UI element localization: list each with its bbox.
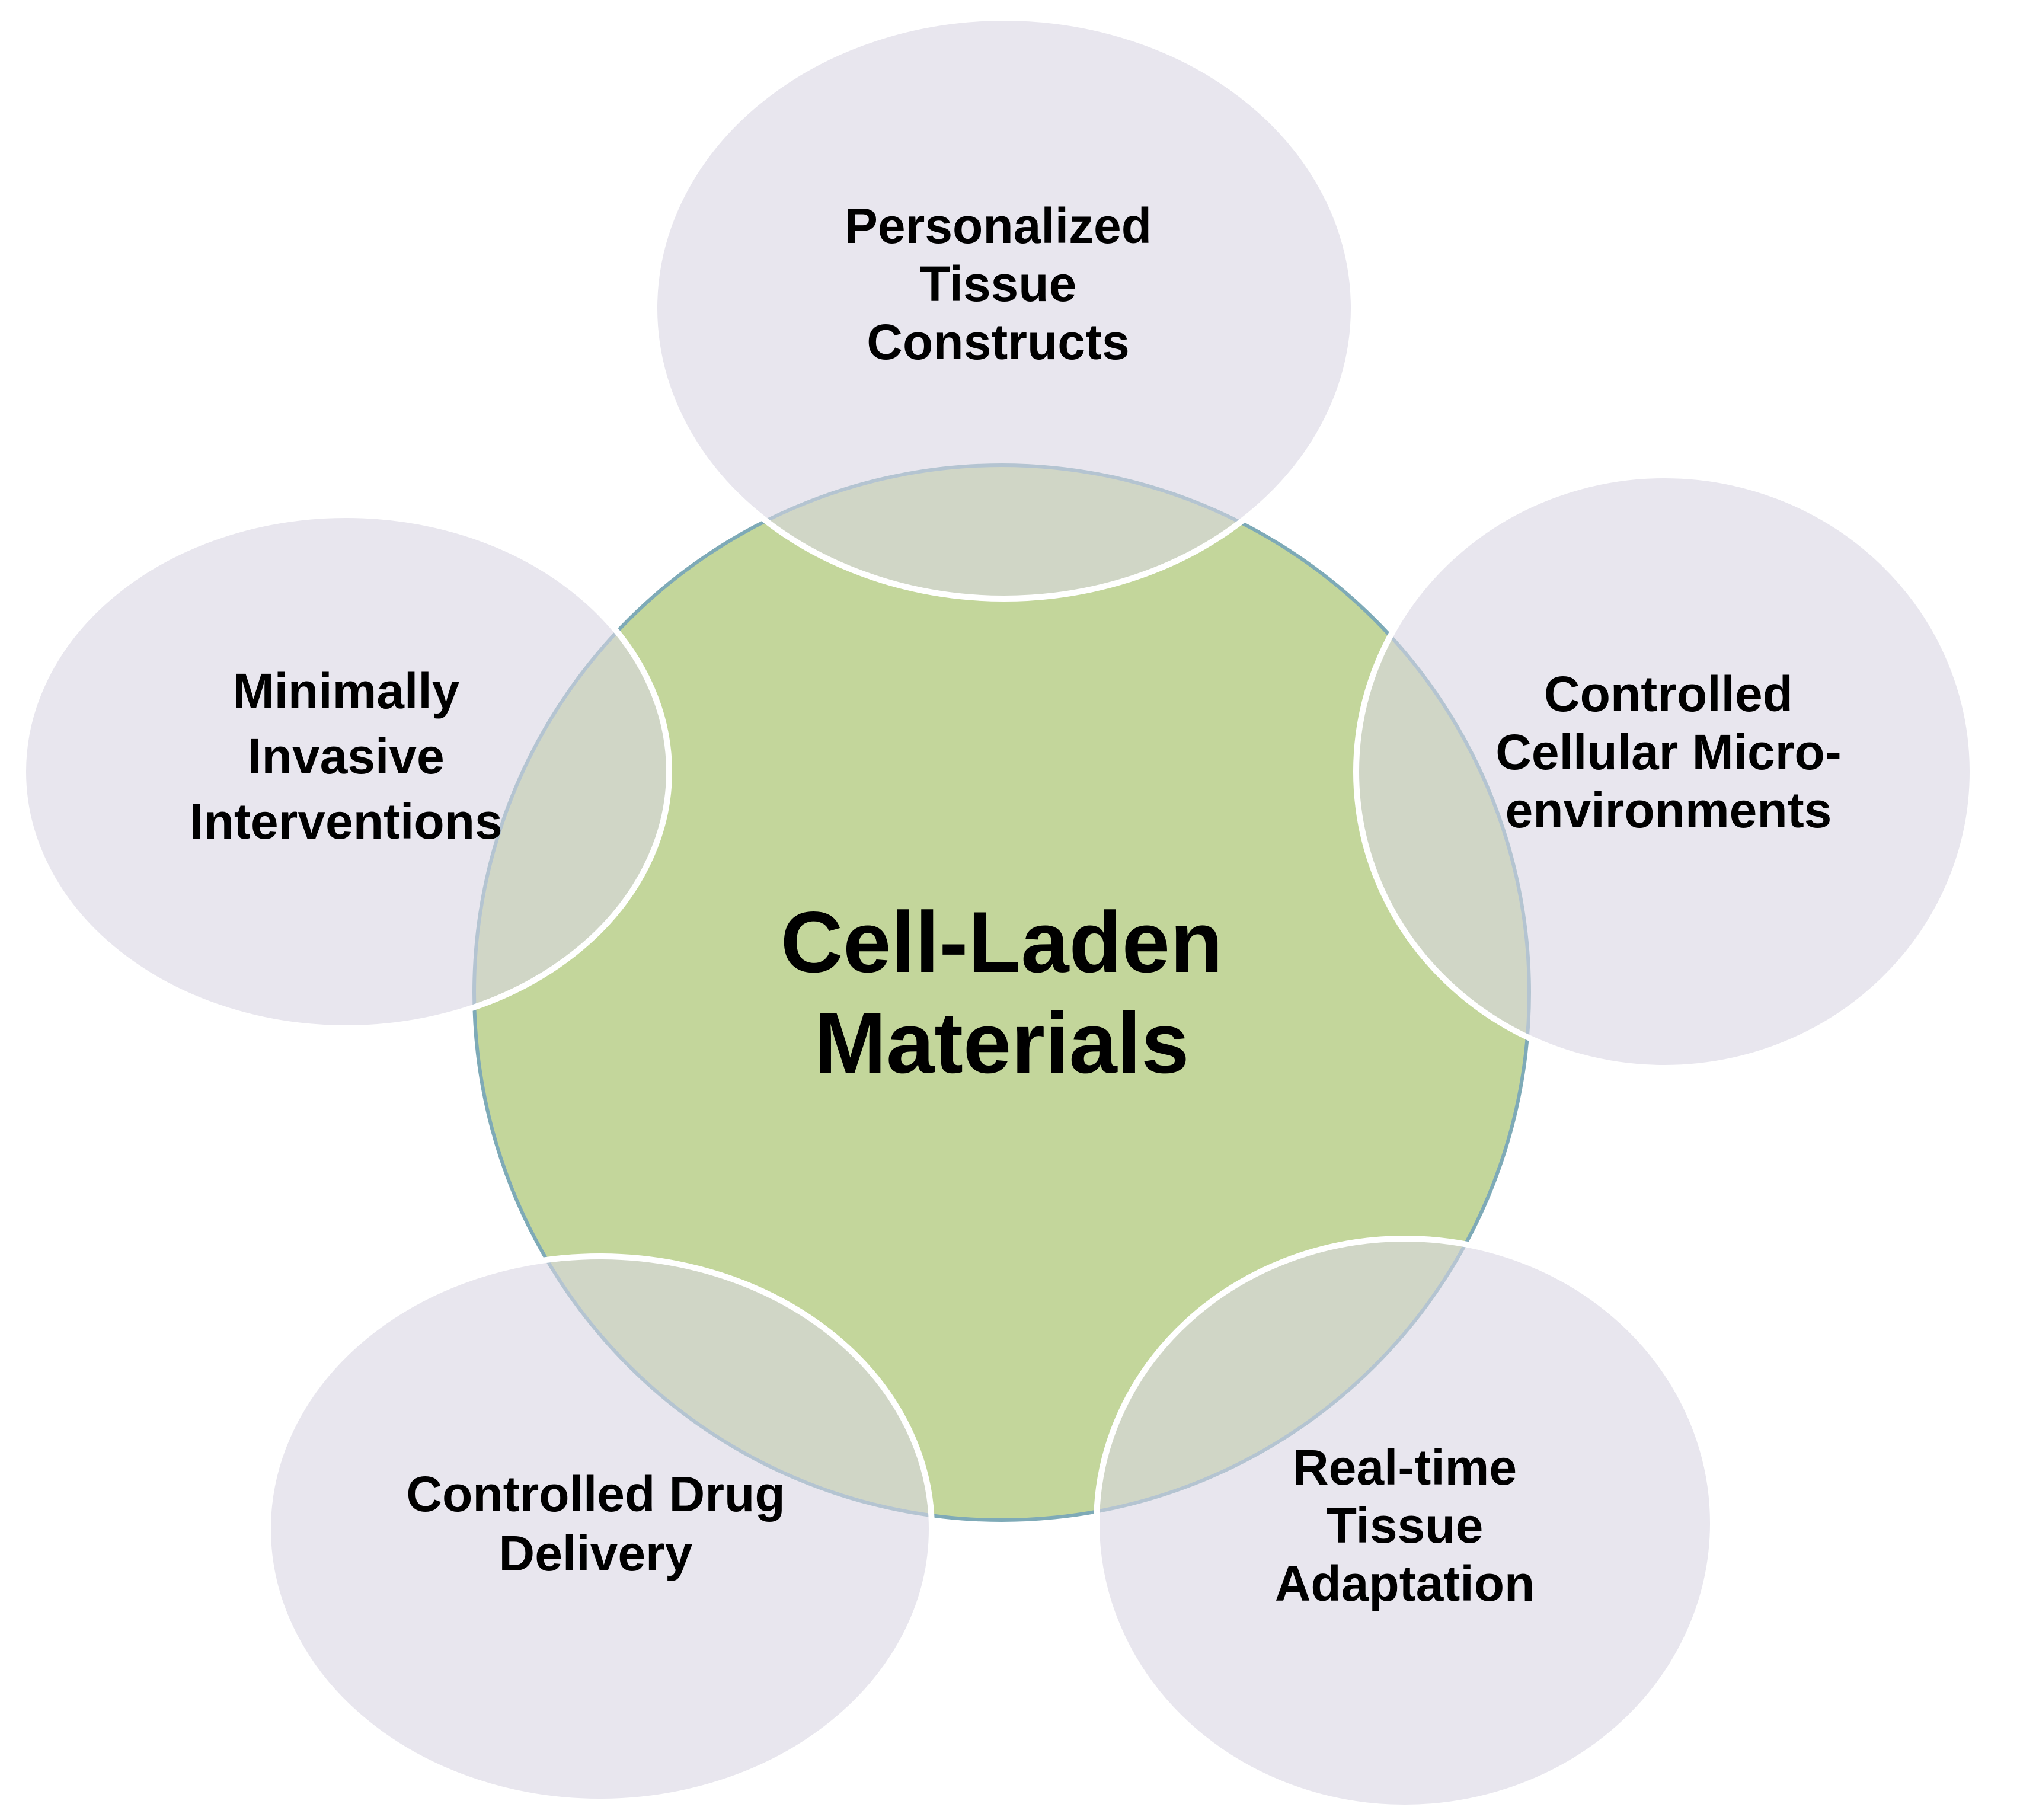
satellite-label-line: Delivery xyxy=(499,1525,693,1581)
satellite-top xyxy=(651,15,1357,602)
satellite-label-line: Adaptation xyxy=(1275,1556,1535,1611)
satellite-label-line: Personalized xyxy=(845,198,1152,254)
satellite-label-line: Real-time xyxy=(1293,1440,1517,1495)
satellite-label-line: Controlled xyxy=(1544,666,1793,722)
center-label-line: Cell-Laden xyxy=(781,894,1223,990)
satellite-label-line: Interventions xyxy=(190,794,502,849)
satellite-label-line: Tissue xyxy=(1327,1498,1484,1553)
satellite-label-line: Minimally xyxy=(233,663,460,719)
satellite-bottom-left xyxy=(265,1253,935,1805)
center-label-line: Materials xyxy=(814,994,1190,1091)
satellite-label-line: Constructs xyxy=(867,314,1129,370)
satellite-label-line: environments xyxy=(1506,782,1832,838)
satellite-label-line: Tissue xyxy=(920,256,1077,312)
satellite-left xyxy=(20,512,672,1031)
satellite-bottom-right xyxy=(1094,1236,1716,1811)
satellite-label-line: Invasive xyxy=(248,728,445,784)
satellite-right xyxy=(1353,472,1976,1071)
satellite-label-line: Cellular Micro- xyxy=(1495,724,1841,780)
satellite-label-line: Controlled Drug xyxy=(406,1466,785,1522)
